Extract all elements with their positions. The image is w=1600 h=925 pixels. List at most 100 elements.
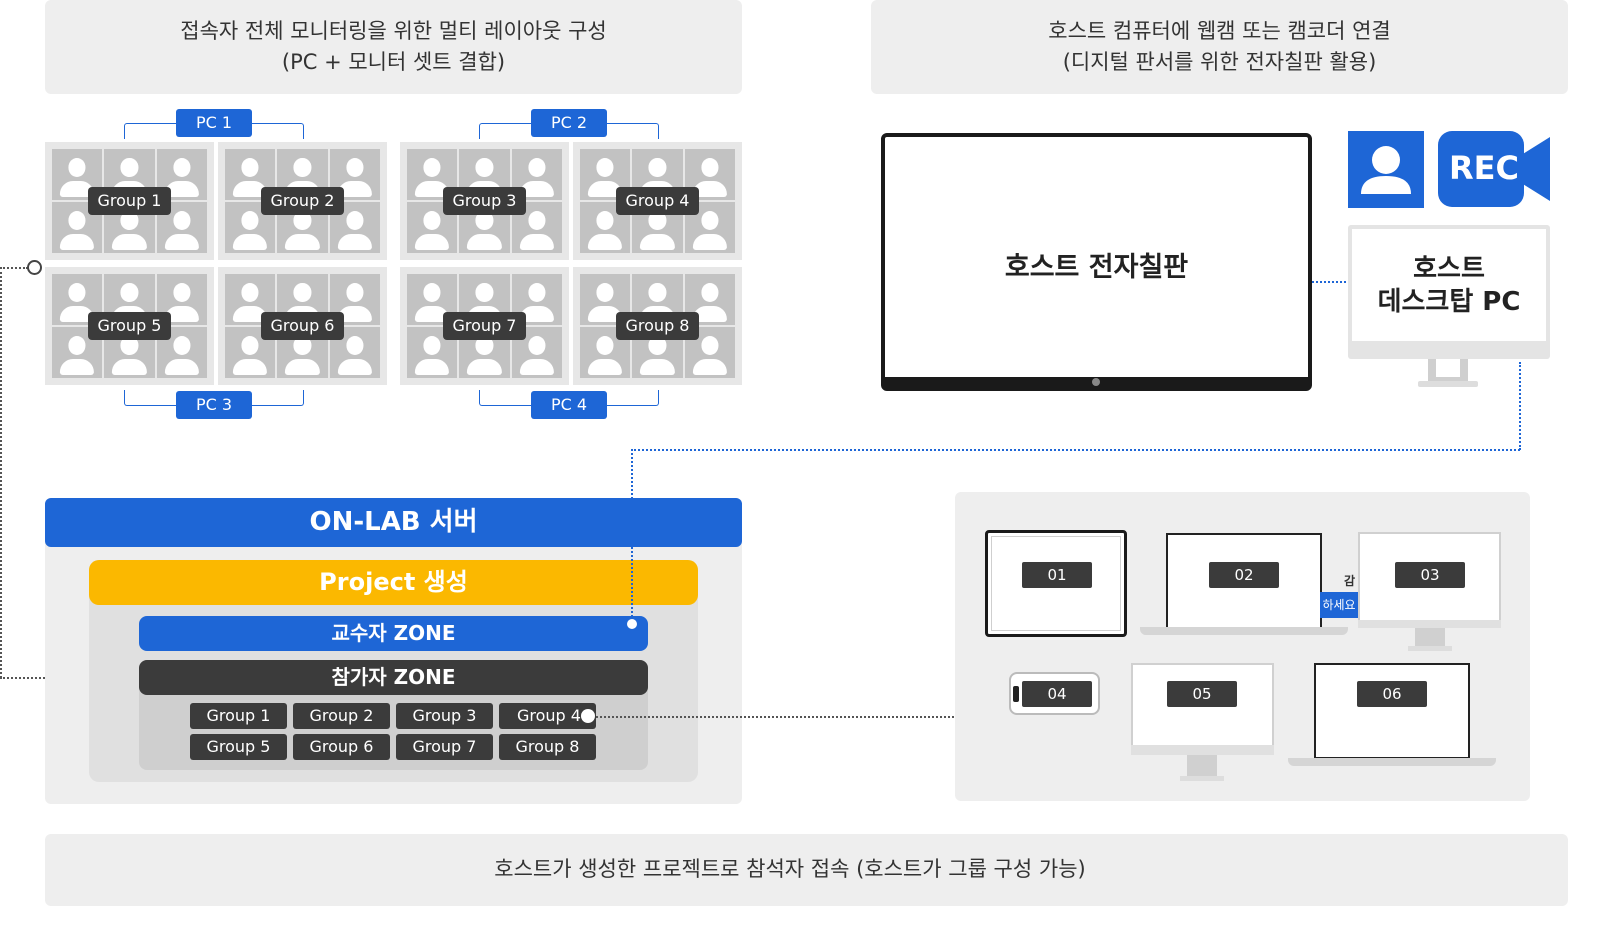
participant-video-tile: [511, 202, 562, 253]
server-group-button[interactable]: Group 5: [190, 734, 287, 760]
rec-camera-icon: REC: [1438, 131, 1552, 207]
user-icon: [173, 211, 191, 230]
user-icon-body: [415, 233, 450, 250]
desktop-05-base: [1180, 776, 1224, 781]
user-icon-body: [519, 180, 554, 197]
user-icon-body: [640, 233, 675, 250]
user-icon: [596, 283, 614, 302]
desktop-03-stand: [1415, 628, 1445, 648]
user-icon: [120, 158, 139, 177]
server-title-bar: ON-LAB 서버: [45, 498, 742, 547]
user-icon-body: [415, 358, 450, 375]
project-bar: Project 생성: [89, 560, 698, 605]
server-group-button[interactable]: Group 8: [499, 734, 596, 760]
laptop-base: [1140, 627, 1348, 635]
professor-zone-dot: [625, 617, 639, 631]
user-icon: [293, 283, 312, 302]
whiteboard-button: [1092, 378, 1100, 386]
participant-monitor: Group 8: [573, 267, 742, 385]
user-icon: [120, 336, 139, 355]
participant-monitor: Group 6: [218, 267, 387, 385]
user-icon: [346, 158, 364, 177]
server-group-button[interactable]: Group 2: [293, 703, 390, 729]
desktop-down-connector: [1519, 362, 1521, 450]
participant-video-tile: [684, 149, 735, 200]
user-icon: [68, 283, 86, 302]
overlay-badge: 하세요: [1320, 592, 1358, 618]
user-icon: [423, 283, 441, 302]
electronic-whiteboard: 호스트 전자칠판: [881, 133, 1312, 391]
user-icon: [293, 158, 312, 177]
professor-zone: 교수자 ZONE: [139, 616, 648, 651]
user-icon: [475, 336, 494, 355]
participant-monitor: Group 1: [45, 142, 214, 260]
user-icon: [475, 283, 494, 302]
group-devices-connector: [596, 716, 954, 718]
user-icon: [173, 283, 191, 302]
user-icon-body: [285, 358, 320, 375]
user-icon-body: [640, 358, 675, 375]
video-grid: [52, 149, 207, 253]
monitor-connector-top: [0, 267, 28, 269]
participant-monitor: Group 3: [400, 142, 569, 260]
caption-line-1: 호스트 컴퓨터에 웹캠 또는 캠코더 연결: [1048, 19, 1391, 43]
monitor-connector-vertical: [0, 267, 2, 678]
device-label-05: 05: [1167, 681, 1237, 707]
user-icon: [528, 211, 546, 230]
user-icon-body: [337, 305, 372, 322]
user-icon-body: [588, 180, 623, 197]
user-icon: [528, 336, 546, 355]
participant-video-tile: [156, 149, 207, 200]
server-group-button[interactable]: Group 6: [293, 734, 390, 760]
monitor-group-label: Group 7: [442, 312, 527, 340]
server-group-button[interactable]: Group 1: [190, 703, 287, 729]
user-icon-body: [415, 305, 450, 322]
desktop-label-line1: 호스트: [1413, 254, 1485, 284]
user-icon: [68, 158, 86, 177]
participant-video-tile: [407, 327, 458, 378]
user-icon: [648, 283, 667, 302]
user-icon-body: [588, 358, 623, 375]
pc3-tag: PC 3: [176, 391, 252, 419]
desktop-screen: 호스트 데스크탑 PC: [1352, 229, 1546, 341]
server-inner-connector: [631, 547, 633, 625]
user-icon: [346, 283, 364, 302]
user-icon-body: [337, 233, 372, 250]
server-group-button[interactable]: Group 7: [396, 734, 493, 760]
user-icon: [648, 158, 667, 177]
device-label-03: 03: [1395, 562, 1465, 588]
user-icon: [648, 211, 667, 230]
participant-monitor: Group 2: [218, 142, 387, 260]
user-icon-body: [337, 180, 372, 197]
host-camera-caption-panel: 호스트 컴퓨터에 웹캠 또는 캠코더 연결 (디지털 판서를 위한 전자칠판 활…: [871, 0, 1568, 94]
user-icon-body: [467, 358, 502, 375]
server-group-button[interactable]: Group 4: [499, 703, 596, 729]
user-icon: [528, 158, 546, 177]
device-label-06: 06: [1357, 681, 1427, 707]
desktop-03-chin: [1358, 620, 1501, 628]
desktop-label-line2: 데스크탑 PC: [1377, 287, 1521, 317]
user-icon: [596, 158, 614, 177]
user-icon-body: [233, 180, 268, 197]
device-label-01: 01: [1022, 562, 1092, 588]
user-icon-body: [112, 233, 147, 250]
multi-layout-caption: 접속자 전체 모니터링을 위한 멀티 레이아웃 구성 (PC + 모니터 셋트 …: [45, 16, 742, 78]
participant-video-tile: [580, 274, 631, 325]
user-icon-body: [467, 233, 502, 250]
monitor-group-label: Group 1: [87, 187, 172, 215]
user-icon-body: [60, 180, 95, 197]
monitor-group-label: Group 5: [87, 312, 172, 340]
desktop-device-05: [1131, 663, 1274, 755]
user-icon-body: [164, 358, 199, 375]
user-icon: [346, 336, 364, 355]
user-icon: [701, 211, 719, 230]
user-icon-body: [233, 305, 268, 322]
participant-monitor: Group 4: [573, 142, 742, 260]
monitor-group-label: Group 6: [260, 312, 345, 340]
desktop-03-base: [1408, 646, 1452, 651]
device-label-04: 04: [1022, 681, 1092, 707]
user-icon-body: [60, 305, 95, 322]
server-group-button[interactable]: Group 3: [396, 703, 493, 729]
user-icon: [346, 211, 364, 230]
participant-video-tile: [511, 149, 562, 200]
